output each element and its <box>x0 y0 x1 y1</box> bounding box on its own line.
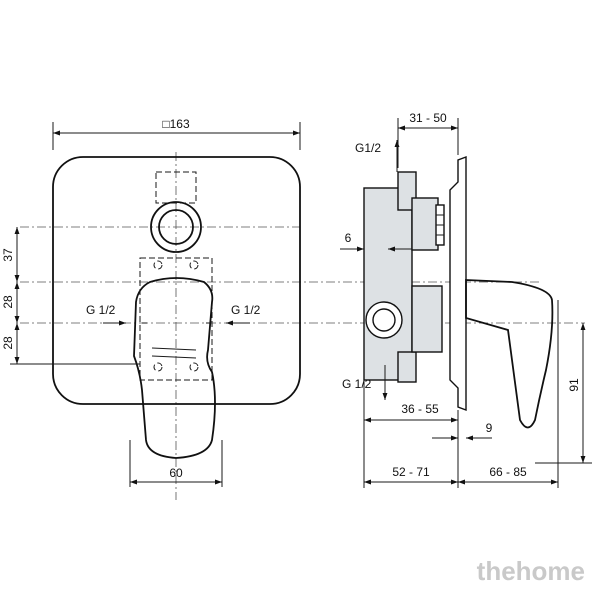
side-inlet-bore <box>372 308 396 332</box>
lever-handle-profile <box>465 279 554 429</box>
dim-36-55-label: 36 - 55 <box>401 402 439 416</box>
front-view: □163 37 28 28 G 1/2 G 1/2 60 <box>1 117 585 500</box>
dim-31-50-label: 31 - 50 <box>409 111 447 125</box>
valve-body <box>363 187 413 381</box>
dim-91-label: 91 <box>567 378 581 392</box>
dim-52-71-label: 52 - 71 <box>392 465 430 479</box>
outlet-top-label: G1/2 <box>355 141 381 155</box>
side-view: G1/2 G 1/2 31 - 50 6 36 - 55 9 52 - 71 6… <box>340 111 592 488</box>
bottom-outlet-boss <box>397 351 417 383</box>
cover-plate-profile <box>449 155 467 412</box>
hidden-valve-body <box>139 171 213 381</box>
dim-66-85-label: 66 - 85 <box>489 465 527 479</box>
outlet-bottom-label: G 1/2 <box>342 377 372 391</box>
dim-width-label: □163 <box>162 117 190 131</box>
watermark-text: thehome <box>477 556 585 586</box>
handle-detail <box>151 347 197 359</box>
inlet-right-label: G 1/2 <box>231 303 261 317</box>
outlet-bore <box>158 209 194 245</box>
dim-28-lower-label: 28 <box>1 336 15 350</box>
cartridge-housing <box>411 197 439 251</box>
cover-plate <box>52 156 301 405</box>
dim-handle-width-label: 60 <box>169 466 183 480</box>
dim-6-label: 6 <box>345 231 352 245</box>
inlet-left-label: G 1/2 <box>86 303 116 317</box>
lever-handle <box>133 277 216 459</box>
dim-28-upper-label: 28 <box>1 295 15 309</box>
inlet-block <box>411 285 443 353</box>
outlet-ring <box>150 201 202 253</box>
dim-9-label: 9 <box>486 421 493 435</box>
dim-37-label: 37 <box>1 248 15 262</box>
